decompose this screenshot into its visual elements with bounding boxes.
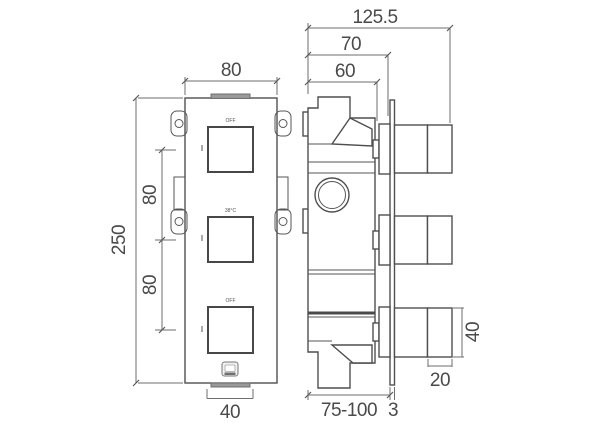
dim-label-depth-70: 70 — [341, 34, 361, 55]
control-knobs: OFF 38°C OFF — [201, 118, 254, 354]
handle-collar — [378, 214, 391, 266]
dimension-tick — [158, 326, 166, 334]
dim-label-plate-width: 80 — [221, 60, 241, 81]
handle-base — [393, 124, 429, 174]
dimension-tick — [181, 77, 189, 85]
dim-label-depth-60: 60 — [335, 61, 355, 82]
cartridge-bottom — [330, 344, 373, 364]
dimension-tick — [132, 379, 140, 387]
pipe-port-inner — [318, 181, 346, 209]
screw-hole — [174, 119, 184, 128]
handle-stem — [372, 322, 380, 342]
knob-2-label: 38°C — [225, 208, 237, 214]
dim-label-knob-spacing-upper: 80 — [140, 185, 161, 205]
dim-handle-height: 40 — [453, 307, 484, 358]
dim-label-knob-spacing-lower: 80 — [140, 275, 161, 295]
dim-bottom-tab-width: 40 — [206, 389, 254, 423]
handle-base — [393, 215, 429, 265]
dimension-tick — [132, 94, 140, 102]
dim-label-bottom-tab-width: 40 — [220, 402, 240, 423]
handle-middle — [372, 214, 453, 266]
mounting-bracket-left — [173, 176, 186, 211]
handle-collar — [378, 123, 391, 175]
top-mounting-tab — [210, 93, 251, 99]
dim-label-handle-height: 40 — [463, 322, 484, 342]
dim-label-grip-depth: 20 — [430, 370, 450, 391]
knob-3-label: OFF — [226, 298, 236, 304]
dimension-tick — [384, 51, 392, 59]
valve-body — [302, 96, 376, 389]
screw-hole — [174, 217, 184, 226]
dim-label-overall-height: 250 — [109, 225, 130, 255]
dim-knob-spacing: 80 80 — [140, 146, 176, 334]
handle-stem — [372, 139, 380, 159]
dim-overall-height: 250 — [109, 94, 183, 387]
mounting-ears — [170, 110, 292, 235]
handle-bottom — [372, 306, 453, 358]
dimension-tick — [386, 391, 394, 399]
dimension-tick — [304, 78, 312, 86]
dimension-tick — [304, 24, 312, 32]
dim-label-plate-thickness: 3 — [388, 400, 398, 421]
dim-depths: 125.5 70 60 — [304, 7, 454, 123]
dim-label-overall-depth: 125.5 — [352, 7, 397, 28]
dimension-tick — [373, 78, 381, 86]
body-outline — [307, 96, 376, 389]
handle-grip — [426, 124, 453, 174]
knob-2 — [207, 216, 254, 263]
dimension-tick — [273, 77, 281, 85]
mounting-ear-top-right — [274, 110, 292, 137]
dimension-tick — [304, 391, 312, 399]
dim-plate-width: 80 — [181, 60, 281, 95]
logo-window — [224, 364, 236, 372]
side-view: 125.5 70 60 — [302, 7, 484, 421]
dimension-tick — [158, 146, 166, 154]
handle-grip — [426, 215, 453, 265]
logo-wordmark — [224, 372, 236, 375]
handle-base — [393, 307, 429, 358]
cartridge-top — [330, 117, 373, 147]
dimension-tick — [446, 24, 454, 32]
dimension-tick — [304, 51, 312, 59]
dim-grip-depth: 20 — [427, 359, 453, 391]
dim-recess-depth: 75-100 3 — [304, 387, 399, 421]
knob-1-label: OFF — [226, 118, 236, 124]
dimension-tick — [158, 236, 166, 244]
handle-grip — [426, 307, 453, 358]
knob-1 — [207, 126, 254, 173]
knob-3 — [207, 306, 254, 354]
front-view: 80 250 80 80 — [109, 60, 292, 423]
bottom-mounting-tab — [210, 382, 251, 388]
screw-hole — [278, 119, 288, 128]
brand-logo — [221, 361, 239, 377]
mounting-ear-mid-left — [170, 208, 188, 235]
screw-hole — [278, 217, 288, 226]
mounting-ear-top-left — [170, 110, 188, 137]
dim-label-recess-depth: 75-100 — [321, 400, 377, 421]
pipe-port-outer — [314, 177, 350, 213]
mounting-bracket-right — [276, 176, 289, 211]
handle-collar — [378, 306, 391, 358]
mounting-ear-mid-right — [274, 208, 292, 235]
handle-stem — [372, 230, 380, 250]
handle-top — [372, 123, 453, 175]
